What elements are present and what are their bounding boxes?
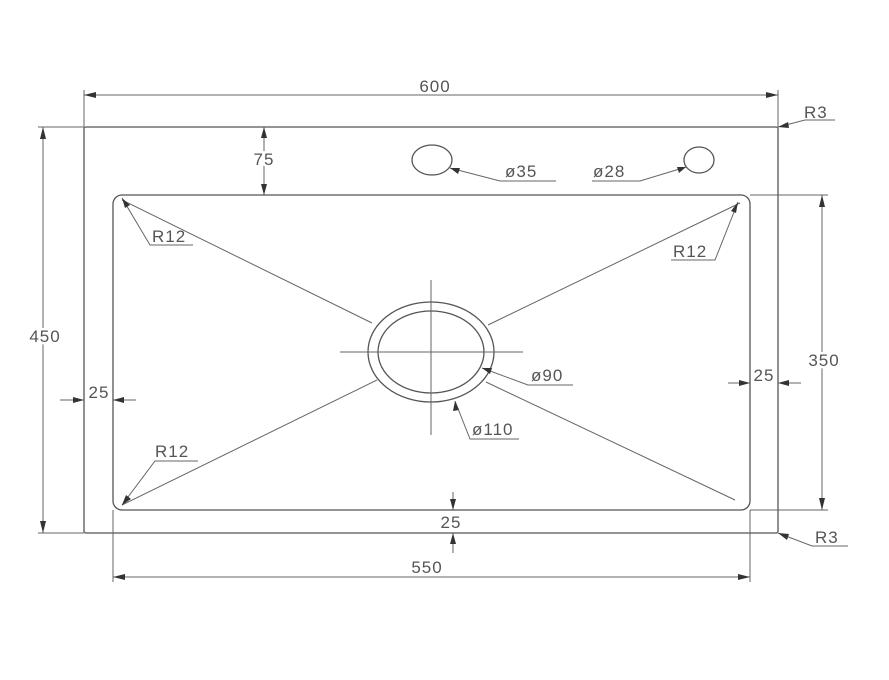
r3-bottom-label: R3 <box>815 528 839 547</box>
leader-28: ø28 <box>592 162 687 182</box>
dimension-bottom-25: 25 <box>441 492 462 553</box>
dim-right-25-label: 25 <box>754 366 775 385</box>
r3-top-label: R3 <box>804 103 828 122</box>
drain-centerlines <box>340 280 523 435</box>
extension-lines <box>38 90 828 582</box>
dimension-left-25: 25 <box>60 383 136 403</box>
drain-90-label: ø90 <box>531 366 563 385</box>
dimension-right-25: 25 <box>728 366 801 386</box>
leader-r3-bottom: R3 <box>777 528 848 547</box>
r12-bottom-left-label: R12 <box>155 442 189 461</box>
tap-hole-35 <box>411 144 453 176</box>
dim-550-label: 550 <box>411 558 442 577</box>
leader-r12-bottom-left: R12 <box>121 442 198 506</box>
dimension-450: 450 <box>27 127 62 533</box>
dim-600-label: 600 <box>419 77 450 96</box>
drain-110-label: ø110 <box>472 420 514 439</box>
leader-110: ø110 <box>453 400 519 440</box>
dim-75-label: 75 <box>254 150 275 169</box>
dimension-75: 75 <box>251 127 276 195</box>
leader-r12-top-right: R12 <box>671 201 739 261</box>
leader-90: ø90 <box>481 366 573 386</box>
leader-r12-top-left: R12 <box>121 197 193 246</box>
dimension-550: 550 <box>113 558 750 580</box>
dim-bottom-25-label: 25 <box>441 513 462 532</box>
r12-top-left-label: R12 <box>152 227 186 246</box>
dim-350-label: 350 <box>808 351 839 370</box>
drain-slope-lines <box>121 199 741 506</box>
r12-top-right-label: R12 <box>673 242 707 261</box>
tap-hole-28 <box>683 146 715 174</box>
tap-hole-28-label: ø28 <box>593 162 625 181</box>
tap-hole-35-label: ø35 <box>505 162 537 181</box>
dimension-350: 350 <box>806 195 841 510</box>
dimension-600: 600 <box>84 77 778 98</box>
leader-35: ø35 <box>449 162 556 182</box>
basin-outline <box>112 194 751 511</box>
dim-left-25-label: 25 <box>89 383 110 402</box>
outer-outline <box>83 126 779 534</box>
leader-r3-top: R3 <box>777 103 835 128</box>
dim-450-label: 450 <box>29 327 60 346</box>
